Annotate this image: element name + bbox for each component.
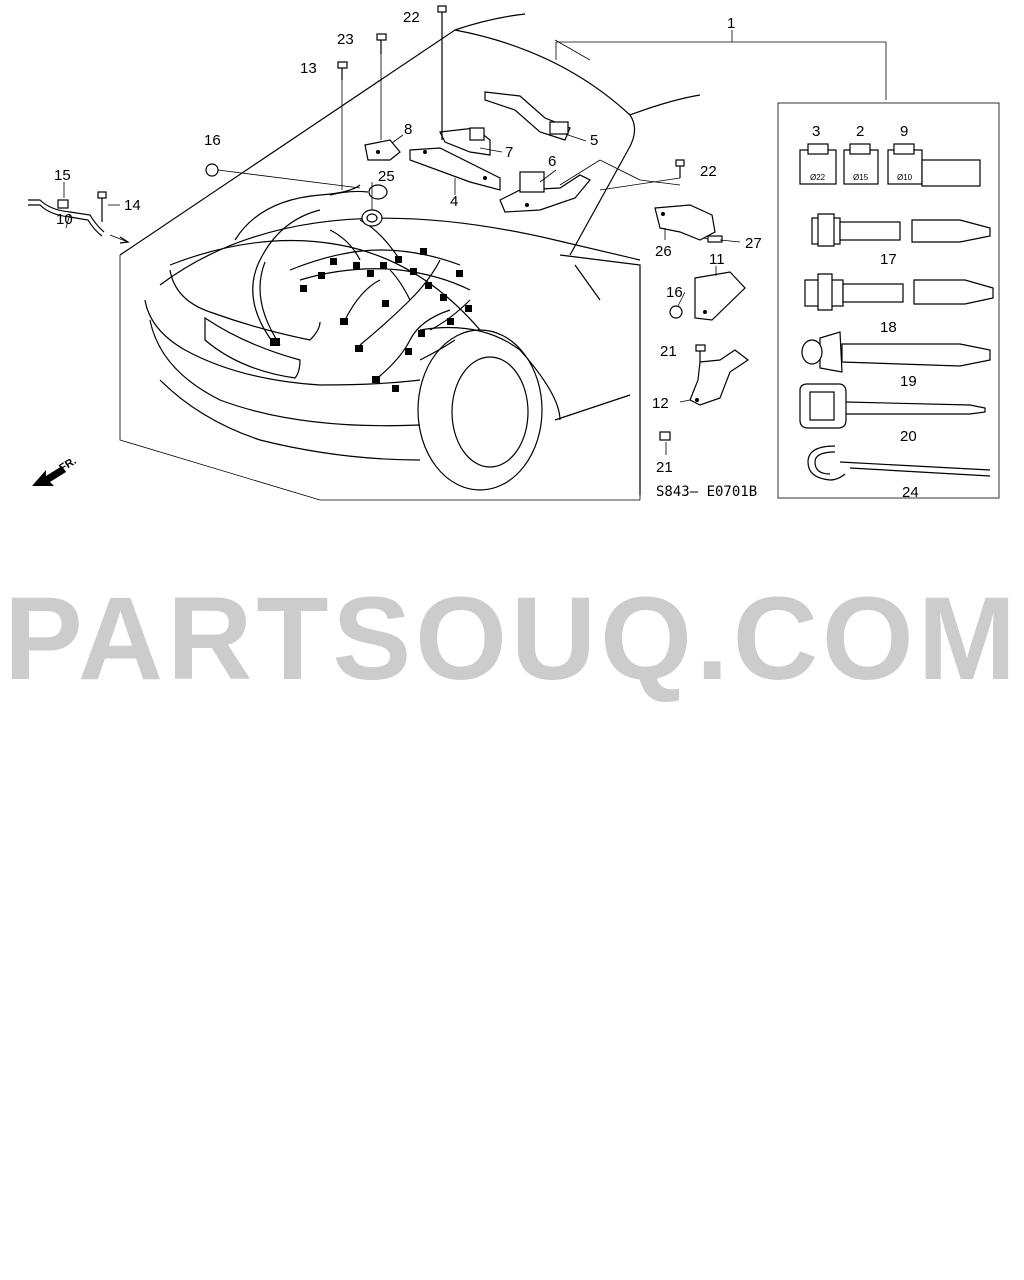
callout-21-lower: 21 — [656, 459, 673, 476]
leader-lines — [63, 133, 741, 455]
callout-7: 7 — [505, 144, 513, 161]
callout-12: 12 — [652, 395, 669, 412]
callout-26: 26 — [655, 243, 672, 260]
harness-stays — [364, 91, 591, 213]
callout-2: 2 — [856, 123, 864, 140]
callout-5: 5 — [590, 132, 598, 149]
callout-19: 19 — [900, 373, 917, 390]
callout-16-right: 16 — [666, 284, 683, 301]
front-direction-arrow: FR. — [32, 455, 79, 486]
callout-8: 8 — [404, 121, 412, 138]
callout-4: 4 — [450, 193, 458, 210]
ground-cable — [28, 191, 130, 244]
diagram-code: S843— E0701B — [656, 484, 757, 500]
connector-label-22: Ø22 — [810, 173, 826, 182]
callout-23: 23 — [337, 31, 354, 48]
callout-22-top: 22 — [403, 9, 420, 26]
parts-diagram: FR. 1 2 3 4 5 6 7 8 9 10 11 12 13 14 15 … — [28, 5, 1000, 501]
vehicle-outline — [119, 13, 701, 501]
callout-1: 1 — [727, 15, 735, 32]
callout-21-upper: 21 — [660, 343, 677, 360]
callout-20: 20 — [900, 428, 917, 445]
harness-components-panel — [555, 30, 1000, 499]
callout-24: 24 — [902, 484, 919, 501]
callout-27: 27 — [745, 235, 762, 252]
callout-13: 13 — [300, 60, 317, 77]
callout-numbers: 1 2 3 4 5 6 7 8 9 10 11 12 13 14 15 16 1… — [54, 9, 919, 501]
callout-25: 25 — [378, 168, 395, 185]
callout-17: 17 — [880, 251, 897, 268]
callout-9: 9 — [900, 123, 908, 140]
callout-16-left: 16 — [204, 132, 221, 149]
callout-3: 3 — [812, 123, 820, 140]
callout-22-right: 22 — [700, 163, 717, 180]
callout-11: 11 — [709, 251, 725, 268]
callout-6: 6 — [548, 153, 556, 170]
side-stays — [654, 204, 750, 406]
callout-14: 14 — [124, 197, 141, 214]
connector-label-10: Ø10 — [897, 173, 913, 182]
callout-18: 18 — [880, 319, 897, 336]
callout-10: 10 — [56, 211, 73, 228]
callout-15: 15 — [54, 167, 71, 184]
connector-label-15: Ø15 — [853, 173, 869, 182]
watermark: PARTSOUQ.COM — [3, 573, 1021, 705]
engine-wire-harness — [234, 184, 472, 392]
fasteners — [205, 5, 723, 441]
